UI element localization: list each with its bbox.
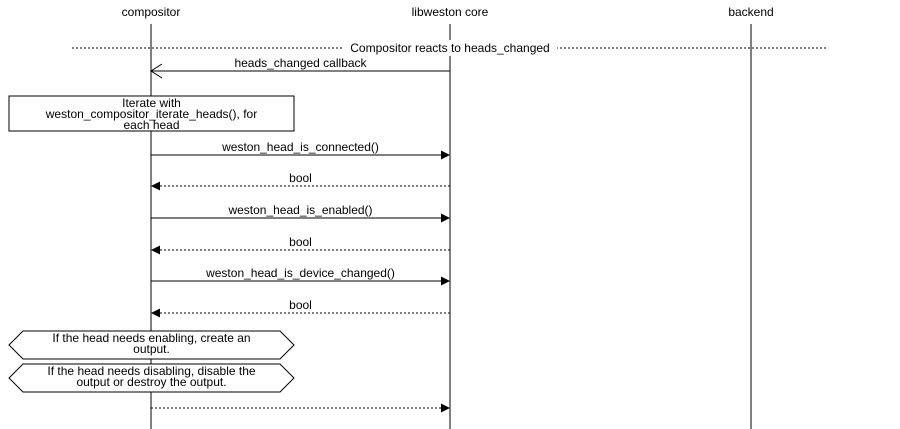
message-label-bool-enabled: bool [289,235,312,249]
note-text-line: each head [123,118,179,132]
message-label-bool-connected: bool [289,171,312,185]
note-text-line: weston_compositor_iterate_heads(), for [45,107,257,121]
message-label-background-heads-changed-callback [231,55,370,70]
arrowhead-final-return [441,403,450,413]
message-label-background-bool-device-changed [287,297,314,312]
divider-label-background [342,40,558,56]
note-text-line: Iterate with [122,96,181,110]
divider-group: Compositor reacts to heads_changed [72,40,826,56]
message-label-background-weston-head-is-enabled [224,202,377,217]
condition-text-line: output or destroy the output. [76,375,226,389]
arrowhead-weston-head-is-enabled [441,213,450,223]
message-label-heads-changed-callback: heads_changed callback [234,56,367,70]
note-group: Iterate withweston_compositor_iterate_he… [8,95,295,132]
conditions-group: If the head needs enabling, create anout… [8,330,295,393]
condition-text-line: If the head needs enabling, create an [52,331,250,345]
arrowhead-bool-device-changed [151,308,160,318]
messages-group: heads_changed callback weston_head_is_con… [150,55,450,413]
message-label-background-weston-head-is-connected [218,139,383,154]
condition-shape-condition-disable-head [8,363,295,393]
message-label-background-weston-head-is-device-changed [202,265,399,280]
divider-label: Compositor reacts to heads_changed [350,41,549,55]
note-box-iterate-heads-note [8,95,295,132]
lifeline-title-libweston-core: libweston core [412,5,489,19]
lifeline-title-compositor: compositor [122,5,181,19]
condition-text-line: If the head needs disabling, disable the [47,364,255,378]
message-label-weston-head-is-device-changed: weston_head_is_device_changed() [205,266,395,280]
lifelines-group: compositor libweston core backend [122,5,774,429]
message-label-background-bool-enabled [287,234,314,249]
arrowhead-bool-connected [151,181,160,191]
lifeline-title-backend: backend [728,5,773,19]
arrowhead-weston-head-is-device-changed [441,276,450,286]
arrowhead-weston-head-is-connected [441,150,450,160]
arrowhead-heads-changed-callback [150,63,163,79]
arrowhead-bool-enabled [151,245,160,255]
message-label-bool-device-changed: bool [289,298,312,312]
condition-text-line: output. [133,342,170,356]
message-label-background-bool-connected [287,170,314,185]
message-label-weston-head-is-connected: weston_head_is_connected() [221,140,379,154]
message-label-weston-head-is-enabled: weston_head_is_enabled() [227,203,372,217]
condition-shape-condition-enable-head [8,330,295,360]
